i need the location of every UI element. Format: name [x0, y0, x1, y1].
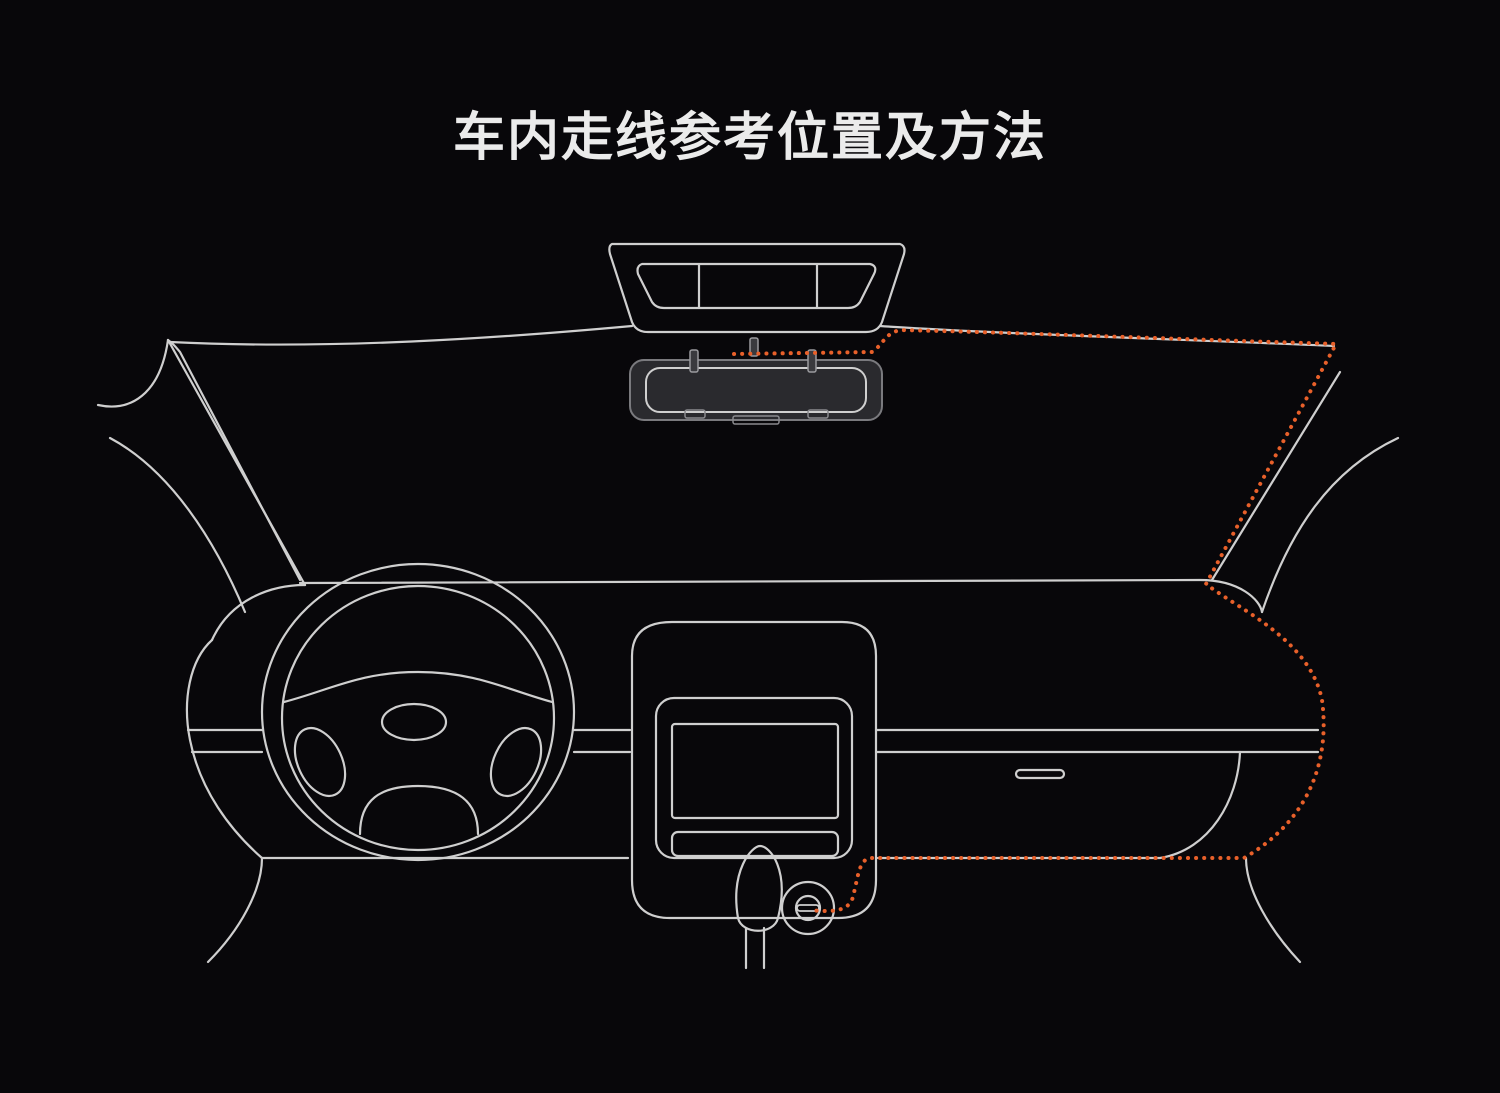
car-charger-icon [780, 880, 836, 936]
right-a-pillar [1210, 370, 1400, 964]
center-console [630, 620, 878, 970]
page-title: 车内走线参考位置及方法 [452, 107, 1047, 168]
cable-route-path [732, 327, 1340, 913]
dashboard [185, 578, 1320, 860]
rearview-mirror-icon [629, 337, 883, 425]
overhead-console [608, 242, 906, 334]
steering-wheel-icon [260, 562, 576, 862]
